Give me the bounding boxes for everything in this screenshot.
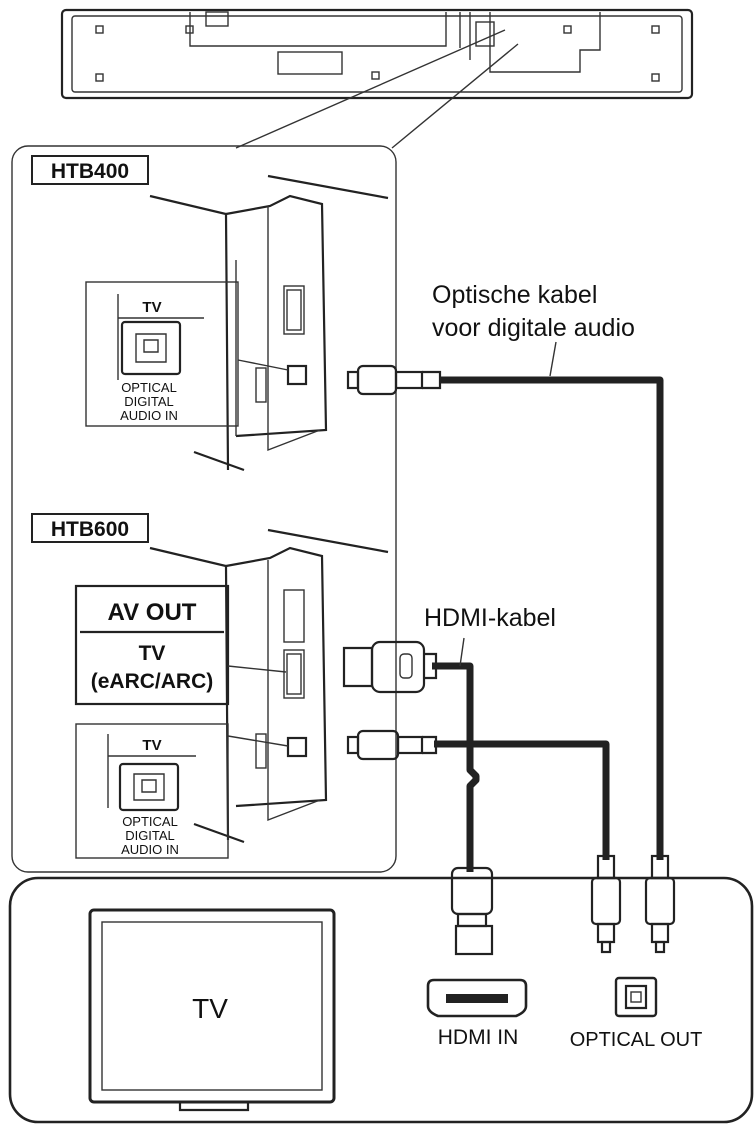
optical-out-port: OPTICAL OUT <box>570 976 703 1051</box>
htb400-device-illustration <box>149 174 389 472</box>
zoom-panel <box>11 145 397 873</box>
soundbar-illustration <box>60 8 694 100</box>
hdmi-cable-label-leader <box>459 637 465 667</box>
htb400-tv-label: TV <box>142 299 161 316</box>
optical-out-label: OPTICAL OUT <box>570 1029 703 1051</box>
htb400-optical-line1: OPTICAL <box>121 380 177 395</box>
av-earc-label: (eARC/ARC) <box>91 670 214 693</box>
htb400-badge: HTB400 <box>31 155 149 185</box>
htb400-optical-line2: DIGITAL <box>124 394 174 409</box>
htb600-optical-line2: DIGITAL <box>125 828 175 843</box>
htb600-tv-label: TV <box>142 737 161 754</box>
optical-cable-label-line1: Optische kabel <box>432 281 597 309</box>
optical-cable-htb600 <box>346 729 610 860</box>
tv-set-illustration: TV <box>88 908 336 1112</box>
av-out-label: AV OUT <box>108 599 197 626</box>
htb600-optical-line1: OPTICAL <box>122 814 178 829</box>
tv-screen-label: TV <box>192 993 228 1024</box>
optical-plug-tv-right <box>644 854 676 954</box>
htb600-av-out-callout: AV OUT TV (eARC/ARC) <box>74 584 287 706</box>
hdmi-plug-tv <box>450 866 494 956</box>
optical-cable-label-line2: voor digitale audio <box>432 314 635 342</box>
htb600-optical-line3: AUDIO IN <box>121 842 179 857</box>
hdmi-cable <box>342 640 480 872</box>
htb600-optical-callout: TV OPTICAL DIGITAL AUDIO IN <box>75 723 289 859</box>
optical-cable-label-leader <box>549 341 557 377</box>
hdmi-in-port: HDMI IN <box>426 978 528 1049</box>
htb400-optical-port-icon <box>120 320 182 376</box>
htb400-optical-line3: AUDIO IN <box>120 408 178 423</box>
htb600-badge: HTB600 <box>31 513 149 543</box>
hdmi-cable-label: HDMI-kabel <box>424 604 556 632</box>
htb600-label: HTB600 <box>51 518 129 541</box>
optical-cable-htb400 <box>346 364 664 860</box>
htb600-optical-port-icon <box>118 762 180 812</box>
hdmi-in-label: HDMI IN <box>438 1026 519 1049</box>
optical-plug-tv-left <box>590 854 622 954</box>
av-tv-label: TV <box>139 642 166 665</box>
htb400-label: HTB400 <box>51 160 129 183</box>
zoom-connector <box>235 29 519 149</box>
htb400-optical-callout: TV OPTICAL DIGITAL AUDIO IN <box>85 281 289 427</box>
